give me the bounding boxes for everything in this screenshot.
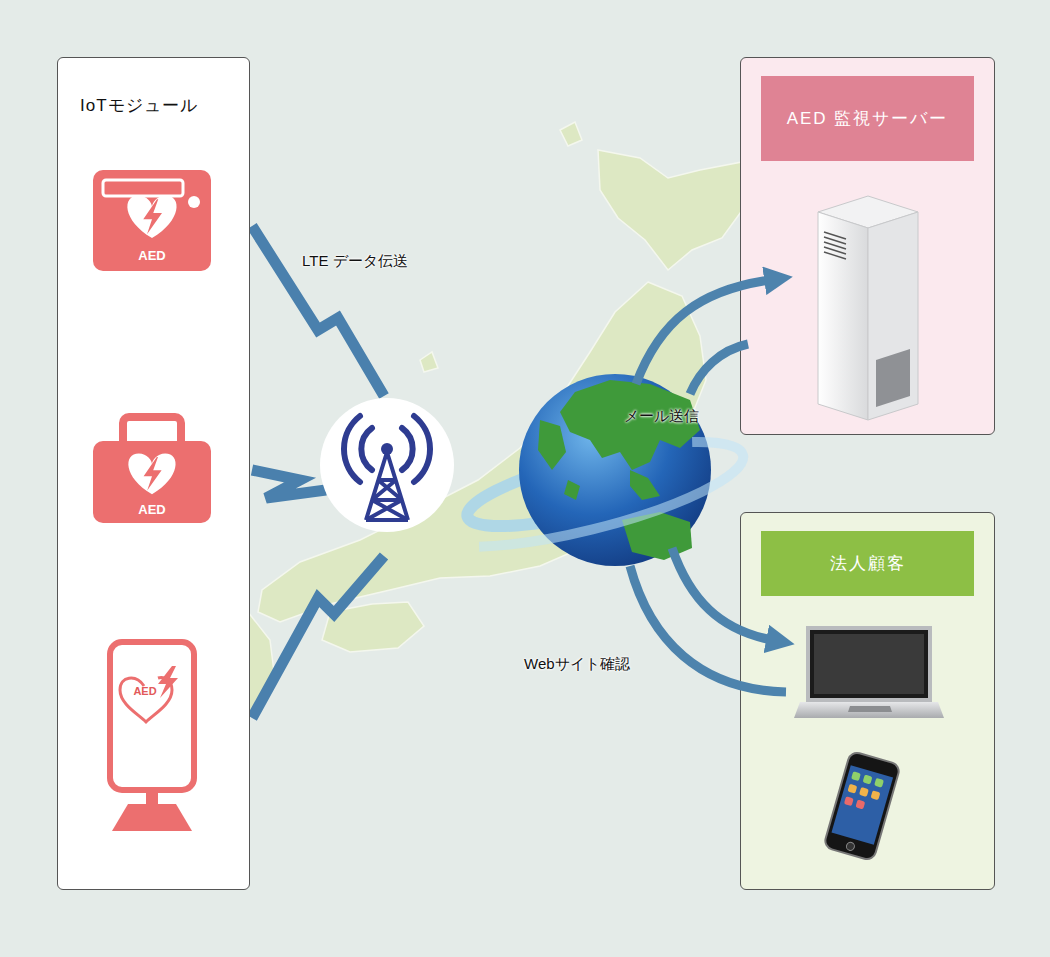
- laptop: [794, 628, 944, 718]
- panel-heading: 法人顧客: [761, 531, 974, 596]
- link-label: メール送信: [624, 407, 699, 426]
- icon-label: AED: [138, 248, 165, 263]
- customer-panel: 法人顧客: [740, 512, 995, 890]
- aed-case-icon: AED: [93, 413, 211, 523]
- link-label: Webサイト確認: [524, 655, 630, 674]
- panel-heading: AED 監視サーバー: [761, 76, 974, 161]
- lte-lightning: [252, 226, 384, 718]
- globe-arrows: [630, 280, 786, 692]
- base-station: [320, 398, 454, 532]
- module-panel: IoTモジュール AED AED AED: [57, 57, 250, 890]
- icon-label: AED: [133, 685, 156, 697]
- aed-sign-icon: AED: [106, 638, 198, 833]
- link-label: LTE データ伝送: [302, 252, 408, 271]
- aed-box-icon: AED: [93, 168, 211, 271]
- aed-icon: [106, 638, 198, 833]
- icon-label: AED: [138, 502, 165, 517]
- server: [818, 196, 918, 420]
- panel-heading: IoTモジュール: [80, 94, 249, 117]
- server-panel: AED 監視サーバー: [740, 57, 995, 435]
- japan-map: [188, 122, 746, 736]
- smartphone: [823, 751, 901, 861]
- globe: [461, 374, 751, 566]
